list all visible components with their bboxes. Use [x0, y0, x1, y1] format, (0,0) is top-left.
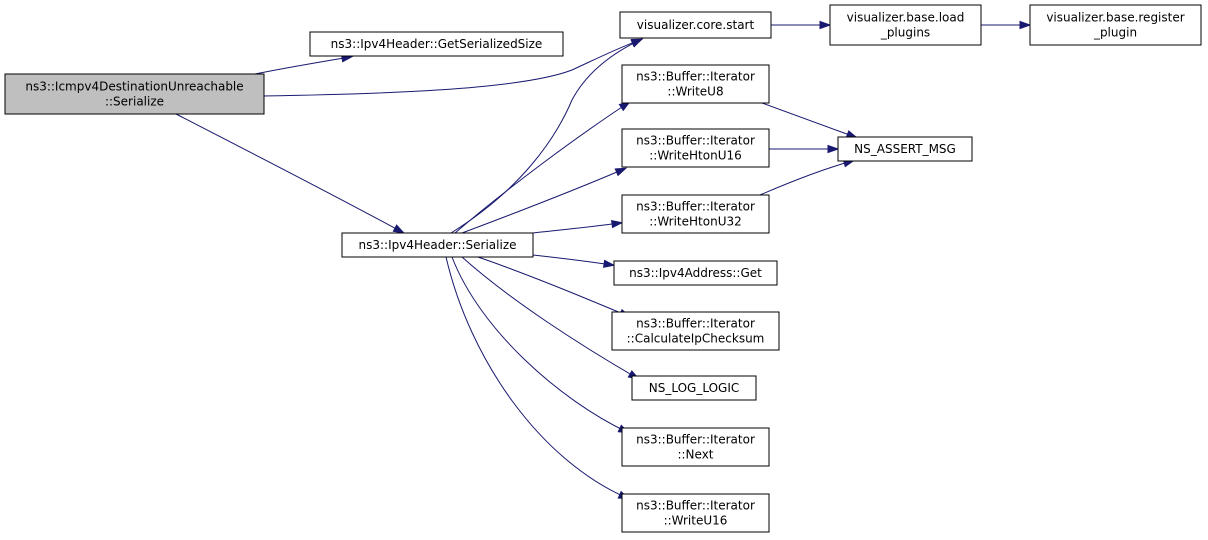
node-label-line: ns3::Buffer::Iterator	[636, 433, 755, 447]
nodes-layer: ns3::Icmpv4DestinationUnreachable::Seria…	[4, 4, 1202, 533]
node-label-line: ::WriteHtonU32	[649, 215, 742, 229]
node-box	[619, 11, 772, 39]
node-box	[611, 311, 780, 351]
edge-wu8-to-assert	[761, 102, 856, 138]
arrowhead-serialize-to-vstart	[630, 38, 644, 48]
node-assert[interactable]: NS_ASSERT_MSG	[837, 136, 973, 162]
node-label-line: NS_ASSERT_MSG	[854, 142, 956, 156]
edge-serialize-to-cksum	[477, 256, 629, 317]
edge-root-to-vstart	[261, 39, 641, 97]
node-label-line: ns3::Buffer::Iterator	[636, 134, 755, 148]
edge-serialize-to-vstart	[450, 39, 641, 234]
node-label-line: ns3::Icmpv4DestinationUnreachable	[25, 80, 243, 94]
arrowhead-root-to-serialize	[392, 224, 406, 234]
node-box	[1029, 4, 1202, 46]
node-box	[621, 64, 770, 104]
node-label-line: ::WriteU16	[664, 514, 728, 528]
node-box	[829, 4, 982, 46]
edge-root-to-serialize	[175, 113, 403, 233]
node-ipget[interactable]: ns3::Ipv4Address::Get	[613, 260, 778, 286]
node-wh16[interactable]: ns3::Buffer::Iterator::WriteHtonU16	[621, 128, 770, 168]
node-label-line: ns3::Buffer::Iterator	[636, 70, 755, 84]
node-label-line: ns3::Buffer::Iterator	[636, 499, 755, 513]
edge-serialize-to-ipget	[532, 254, 613, 266]
node-label-line: NS_LOG_LOGIC	[649, 381, 740, 395]
edge-serialize-to-wu8	[454, 102, 629, 234]
arrowhead-wh16-to-assert	[827, 144, 840, 154]
node-vstart[interactable]: visualizer.core.start	[619, 11, 772, 39]
node-label-line: ::WriteHtonU16	[649, 149, 742, 163]
node-box	[4, 73, 265, 115]
node-label-line: visualizer.base.load	[847, 11, 965, 25]
node-label-line: visualizer.base.register	[1046, 11, 1184, 25]
edge-wh32-to-assert	[759, 160, 853, 196]
node-label-line: _plugin	[1093, 26, 1137, 40]
node-box	[621, 128, 770, 168]
arrowhead-vstart-to-vload	[819, 20, 832, 30]
node-box	[309, 31, 564, 57]
node-label-line: ::CalculateIpChecksum	[627, 332, 765, 346]
edge-serialize-to-wh32	[532, 222, 621, 234]
edge-serialize-to-next	[451, 256, 628, 433]
node-label-line: ::Next	[677, 448, 713, 462]
edge-serialize-to-wu16	[445, 256, 628, 499]
node-box	[613, 260, 778, 286]
node-label-line: visualizer.core.start	[637, 18, 755, 32]
node-label-line: ns3::Buffer::Iterator	[636, 317, 755, 331]
edges-layer	[175, 20, 1032, 500]
node-label-line: _plugins	[880, 26, 930, 40]
node-next[interactable]: ns3::Buffer::Iterator::Next	[621, 427, 770, 467]
node-wh32[interactable]: ns3::Buffer::Iterator::WriteHtonU32	[621, 194, 770, 234]
edge-root-to-getsize	[254, 56, 351, 75]
node-loglogic[interactable]: NS_LOG_LOGIC	[631, 375, 757, 401]
node-label-line: ns3::Ipv4Header::GetSerializedSize	[331, 37, 543, 51]
node-label-line: ::Serialize	[105, 95, 164, 109]
arrowhead-serialize-to-wh16	[614, 167, 628, 177]
node-box	[837, 136, 973, 162]
node-vreg[interactable]: visualizer.base.register_plugin	[1029, 4, 1202, 46]
arrowhead-serialize-to-ipget	[602, 259, 616, 268]
node-label-line: ns3::Buffer::Iterator	[636, 200, 755, 214]
node-label-line: ns3::Ipv4Address::Get	[629, 266, 762, 280]
node-wu16[interactable]: ns3::Buffer::Iterator::WriteU16	[621, 493, 770, 533]
node-box	[631, 375, 757, 401]
node-label-line: ns3::Ipv4Header::Serialize	[358, 238, 516, 252]
node-wu8[interactable]: ns3::Buffer::Iterator::WriteU8	[621, 64, 770, 104]
node-cksum[interactable]: ns3::Buffer::Iterator::CalculateIpChecks…	[611, 311, 780, 351]
node-box	[621, 493, 770, 533]
arrowhead-serialize-to-wh32	[611, 219, 624, 229]
node-label-line: ::WriteU8	[667, 85, 723, 99]
node-getsize[interactable]: ns3::Ipv4Header::GetSerializedSize	[309, 31, 564, 57]
node-box	[621, 194, 770, 234]
node-box	[621, 427, 770, 467]
node-root: ns3::Icmpv4DestinationUnreachable::Seria…	[4, 73, 265, 115]
node-box	[341, 232, 534, 258]
node-serialize[interactable]: ns3::Ipv4Header::Serialize	[341, 232, 534, 258]
arrowhead-vload-to-vreg	[1019, 20, 1032, 30]
node-vload[interactable]: visualizer.base.load_plugins	[829, 4, 982, 46]
edge-serialize-to-loglogic	[461, 256, 638, 379]
edge-serialize-to-wh16	[461, 168, 625, 234]
